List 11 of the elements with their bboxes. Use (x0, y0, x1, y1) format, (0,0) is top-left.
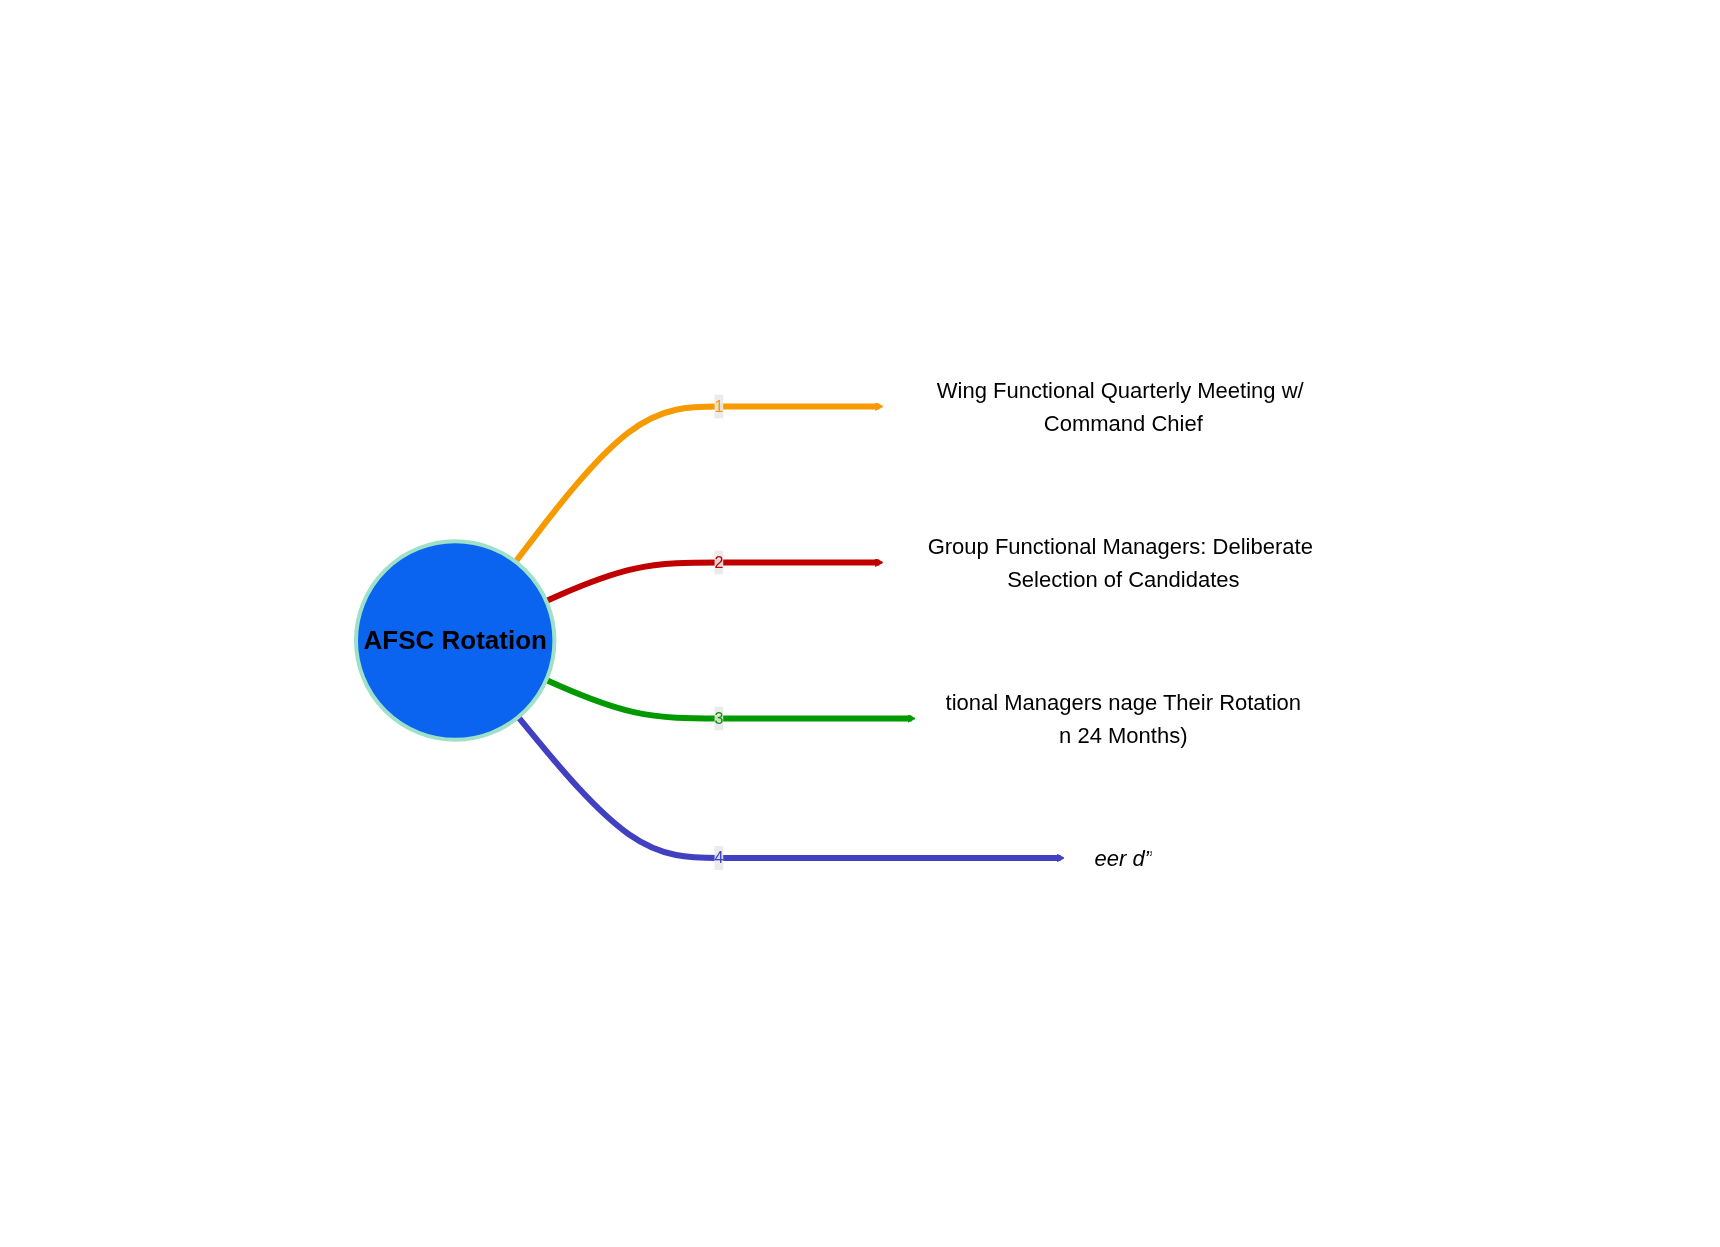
edge-label: 1 (714, 397, 724, 414)
node-text: Group Functional Managers: Deliberate Selection of Candidates (927, 533, 1314, 591)
node-text: Wing Functional Quarterly Meeting w/ Command Chief (937, 377, 1305, 435)
edge-label: 2 (714, 553, 724, 570)
edge-label: 4 (714, 848, 724, 866)
node-circle: AFSC Rotation (354, 538, 557, 742)
arrow (545, 676, 917, 723)
node-text: eer d” (1094, 845, 1153, 870)
edge-label: 3 (714, 709, 724, 726)
node-text: tional Managers nage Their Rotation n 24 Months) (945, 689, 1302, 747)
arrow (513, 401, 885, 564)
